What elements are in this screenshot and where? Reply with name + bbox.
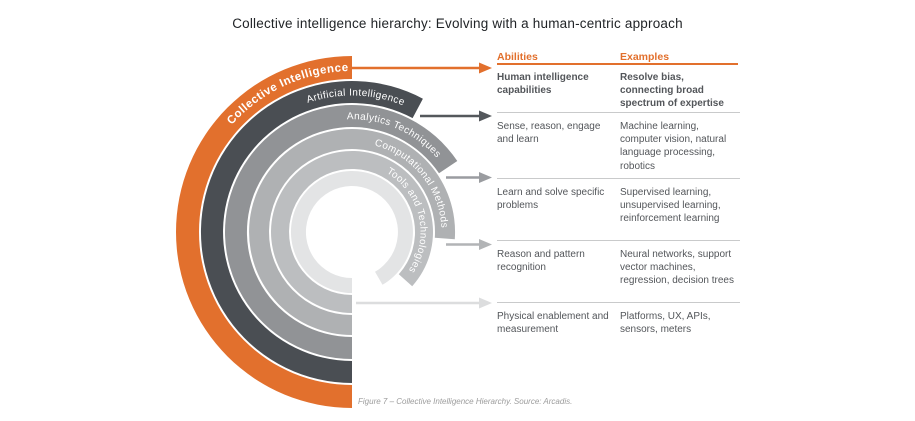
ability-cell: Human intelligence capabilities — [497, 72, 589, 97]
table-row: Sense, reason, engage and learn Machine … — [497, 112, 740, 173]
table-row: Human intelligence capabilities Resolve … — [497, 64, 740, 111]
figure-caption: Figure 7 – Collective Intelligence Hiera… — [358, 397, 573, 406]
table-header: Abilities Examples — [497, 51, 740, 63]
ring-collective-intelligence — [176, 56, 352, 408]
examples-cell: Platforms, UX, APIs, sensors, meters — [620, 311, 711, 336]
examples-cell: Supervised learning, unsupervised learni… — [620, 187, 721, 225]
examples-cell: Resolve bias, connecting broad spectrum … — [620, 72, 724, 110]
ability-cell: Sense, reason, engage and learn — [497, 121, 601, 146]
ability-cell: Physical enablement and measurement — [497, 311, 609, 336]
ability-cell: Reason and pattern recognition — [497, 249, 585, 274]
ring-artificial-intelligence — [200, 81, 423, 384]
examples-cell: Machine learning, computer vision, natur… — [620, 121, 727, 172]
figure-title: Collective intelligence hierarchy: Evolv… — [232, 16, 683, 31]
table-row: Physical enablement and measurement Plat… — [497, 302, 740, 336]
header-rule — [497, 63, 738, 65]
column-header-abilities: Abilities — [497, 51, 538, 63]
arrow-analytics-techniques — [446, 172, 492, 183]
examples-cell: Neural networks, support vector machines… — [620, 249, 734, 287]
arrow-tools-and-technologies — [356, 297, 492, 309]
column-header-examples: Examples — [620, 51, 670, 63]
table-row: Learn and solve specific problems Superv… — [497, 178, 740, 226]
table-row: Reason and pattern recognition Neural ne… — [497, 240, 740, 288]
ring-inner — [290, 170, 413, 294]
arrow-artificial-intelligence — [420, 110, 492, 122]
ability-cell: Learn and solve specific problems — [497, 187, 605, 212]
arrow-collective-intelligence — [352, 62, 492, 74]
arrow-computational-methods — [446, 239, 492, 250]
